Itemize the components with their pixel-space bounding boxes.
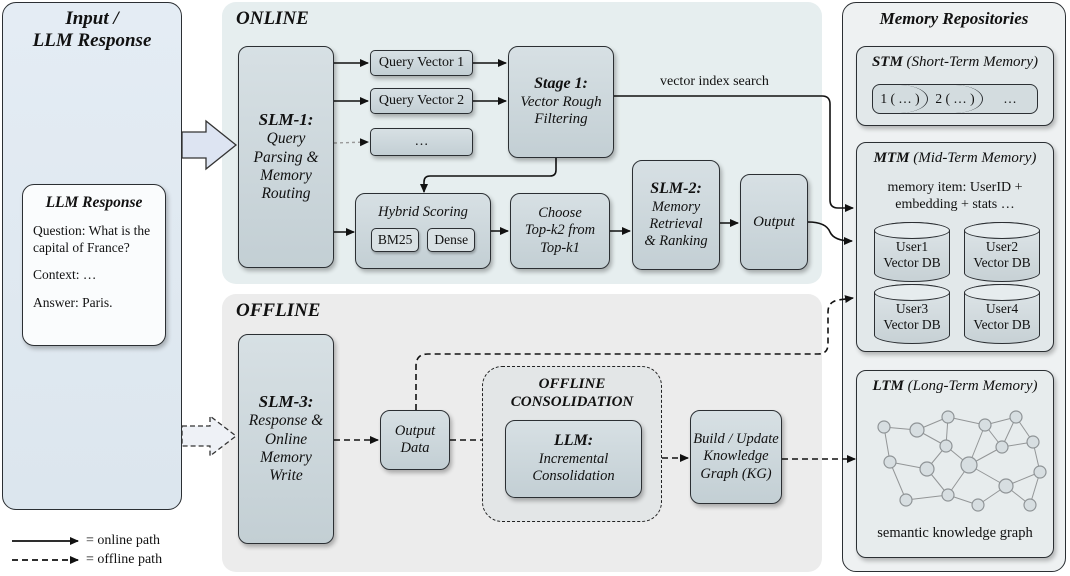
ltm-box[interactable]	[856, 370, 1054, 558]
llm-response-question: Question: What is the capital of France?	[33, 222, 151, 256]
stm-cell-2: 2 ( … )	[928, 85, 983, 113]
query-vector-1[interactable]: Query Vector 1	[370, 50, 473, 76]
ltm-caption: semantic knowledge graph	[877, 525, 1033, 541]
slm2-box[interactable]: SLM-2: Memory Retrieval & Ranking	[632, 160, 720, 270]
mtm-title: MTM (Mid-Term Memory)	[873, 150, 1037, 166]
memory-title: Memory Repositories	[879, 9, 1029, 28]
ltm-title: LTM (Long-Term Memory)	[872, 378, 1038, 394]
llm-response-answer: Answer: Paris.	[33, 294, 113, 310]
query-vector-more[interactable]: …	[370, 128, 473, 156]
query-vector-2[interactable]: Query Vector 2	[370, 88, 473, 114]
online-label: ONLINE	[236, 8, 309, 29]
mtm-description: memory item: UserID + embedding + stats …	[887, 180, 1023, 212]
legend-offline: = offline path	[86, 552, 163, 567]
llm-response-title: LLM Response	[45, 194, 143, 211]
stm-cell-3: …	[1003, 91, 1017, 106]
hybrid-scoring-box[interactable]: Hybrid Scoring BM25 Dense	[355, 193, 491, 269]
dense-box[interactable]: Dense	[427, 228, 476, 253]
bm25-box[interactable]: BM25	[370, 228, 420, 253]
output-data-box[interactable]: Output Data	[380, 410, 450, 470]
legend-online: = online path	[86, 533, 160, 548]
llm-response-card: LLM Response Question: What is the capit…	[22, 184, 166, 346]
vector-search-label: vector index search	[660, 74, 769, 89]
stm-cell-1: 1 ( … )	[873, 85, 928, 113]
stm-title: STM (Short-Term Memory)	[871, 54, 1039, 70]
stm-queue: 1 ( … ) 2 ( … ) …	[872, 84, 1038, 114]
stage1-box[interactable]: Stage 1: Vector Rough Filtering	[508, 46, 614, 158]
slm3-box[interactable]: SLM-3: Response & Online Memory Write	[238, 334, 334, 544]
offline-label: OFFLINE	[236, 300, 321, 321]
offline-input-arrow	[181, 414, 238, 458]
input-panel-title: Input / LLM Response	[32, 8, 152, 52]
output-box[interactable]: Output	[740, 174, 808, 270]
slm1-box[interactable]: SLM-1: Query Parsing & Memory Routing	[238, 46, 334, 268]
build-kg-box[interactable]: Build / Update Knowledge Graph (KG)	[690, 410, 782, 504]
online-input-arrow	[181, 119, 238, 171]
llm-response-context: Context: …	[33, 267, 97, 283]
offline-consolidation-title: OFFLINE CONSOLIDATION	[510, 376, 634, 410]
llm-consolidation-box[interactable]: LLM: Incremental Consolidation	[505, 420, 642, 498]
choose-topk-box[interactable]: Choose Top-k2 from Top-k1	[510, 193, 610, 269]
